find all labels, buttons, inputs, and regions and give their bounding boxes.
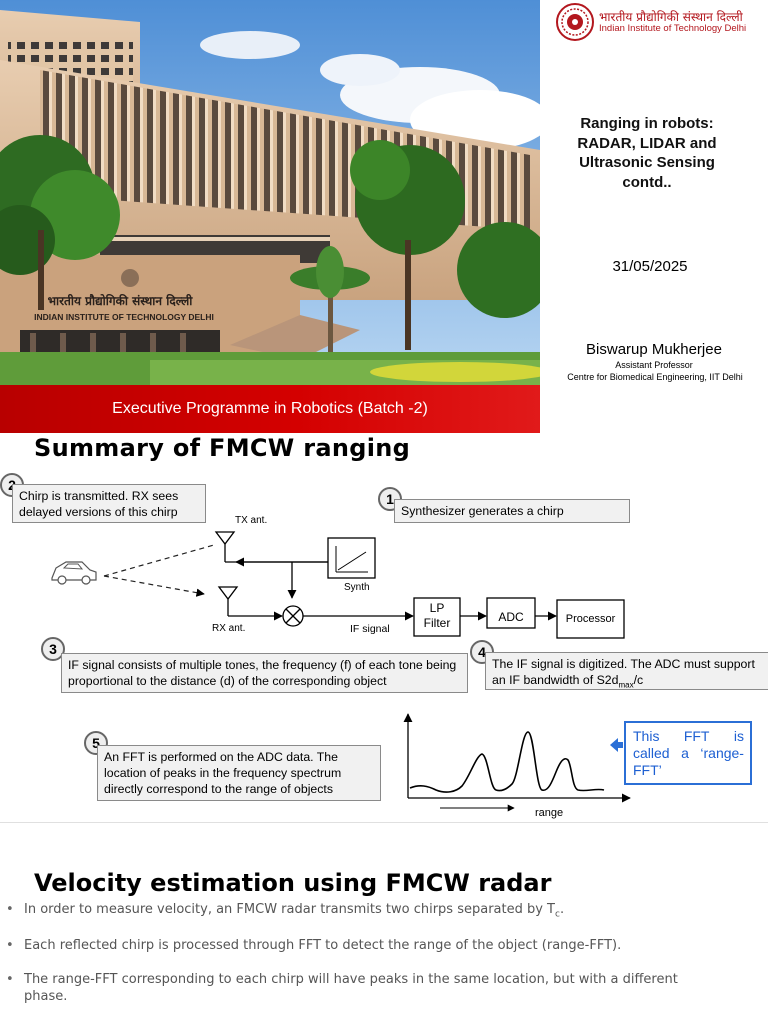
lecture-title-line: contd.. — [622, 173, 672, 191]
adc-label: ADC — [498, 610, 524, 624]
processor-label: Processor — [565, 613, 616, 625]
velocity-slide-title: Velocity estimation using FMCW radar — [34, 869, 552, 897]
bullet-text: In order to measure velocity, an FMCW ra… — [24, 902, 556, 917]
institute-name-english: Indian Institute of Technology Delhi — [599, 23, 747, 34]
iit-delhi-logo-icon — [556, 3, 594, 41]
lecture-date: 31/05/2025 — [612, 258, 688, 275]
fft-callout-word: a — [681, 745, 689, 761]
author-department: Centre for Biomedical Engineering, IIT D… — [567, 372, 743, 382]
author-name: Biswarup Mukherjee — [586, 341, 722, 358]
institute-name-hindi: भारतीय प्रौद्योगिकी संस्थान दिल्ली — [599, 10, 743, 24]
bullet-subscript: c — [555, 909, 560, 920]
chirp-icon — [327, 537, 376, 579]
building-sign-hindi: भारतीय प्रौद्योगिकी संस्थान दिल्ली — [48, 294, 194, 308]
bullet-dot-icon: • — [6, 902, 14, 917]
step-3-callout: IF signal consists of multiple tones, th… — [61, 653, 468, 693]
fft-callout-word: This — [633, 728, 660, 744]
lecture-title-line: Ultrasonic Sensing — [579, 154, 715, 171]
step-1-callout: Synthesizer generates a chirp — [394, 499, 630, 523]
author-role: Assistant Professor — [615, 360, 693, 370]
step-2-callout: Chirp is transmitted. RX sees delayed ve… — [12, 484, 206, 523]
processor-block — [556, 599, 625, 639]
lp-filter-label: LP Filter — [414, 601, 460, 631]
step-4-callout: The IF signal is digitized. The ADC must… — [485, 652, 768, 690]
lp-filter-label-line: LP — [429, 601, 445, 615]
range-axis-label: range — [535, 807, 564, 819]
lecture-title-line: Ranging in robots: — [580, 115, 714, 132]
bullet-item: • The range-FFT corresponding to each ch… — [6, 971, 706, 1007]
fft-callout-word: FFT’ — [633, 762, 662, 778]
bullet-text: Each reflected chirp is processed throug… — [24, 938, 622, 953]
adc-block — [486, 597, 536, 629]
lp-filter-label-line: Filter — [423, 616, 451, 630]
fft-callout-word: FFT — [683, 728, 710, 744]
lecture-title: Ranging in robots: RADAR, LIDAR and Ultr… — [556, 114, 738, 192]
fft-callout-word: is — [733, 728, 744, 744]
tx-antenna-label: TX ant. — [235, 515, 268, 526]
bullet-dot-icon: • — [6, 972, 14, 987]
step-5-callout: An FFT is performed on the ADC data. The… — [97, 745, 381, 801]
step-4-subscript: max — [618, 680, 634, 690]
fft-callout-arrow-icon — [610, 738, 618, 752]
mixer-icon — [282, 605, 304, 627]
program-banner — [0, 385, 540, 433]
lp-filter-block — [413, 597, 461, 637]
rx-antenna-icon — [217, 586, 239, 616]
lecture-title-line: RADAR, LIDAR and — [577, 134, 717, 152]
step-4-text-end: /c — [633, 673, 644, 687]
slide-divider — [0, 822, 768, 823]
summary-slide-title: Summary of FMCW ranging — [34, 434, 411, 462]
bullet-dot-icon: • — [6, 938, 14, 953]
step-4-text: The IF signal is digitized. The ADC must… — [492, 657, 755, 687]
rx-antenna-label: RX ant. — [212, 623, 246, 634]
fft-callout-word: called — [633, 745, 670, 761]
building-sign-english: INDIAN INSTITUTE OF TECHNOLOGY DELHI — [34, 312, 214, 322]
step-number-badge: 3 — [41, 637, 65, 661]
fft-callout-word: ‘range- — [700, 745, 744, 761]
synth-label: Synth — [344, 582, 370, 593]
fmcw-block-diagram — [51, 531, 631, 812]
if-signal-label: IF signal — [350, 623, 390, 635]
bullet-text-end: . — [559, 902, 565, 917]
bullet-text: The range-FFT corresponding to each chir… — [24, 972, 678, 1004]
tx-antenna-icon — [214, 531, 236, 562]
program-banner-text: Executive Programme in Robotics (Batch -… — [112, 400, 428, 417]
campus-building-photo: भारतीय प्रौद्योगिकी संस्थान दिल्ली INDIA… — [0, 0, 540, 385]
range-fft-spectrum — [403, 713, 631, 812]
car-icon — [51, 561, 97, 585]
